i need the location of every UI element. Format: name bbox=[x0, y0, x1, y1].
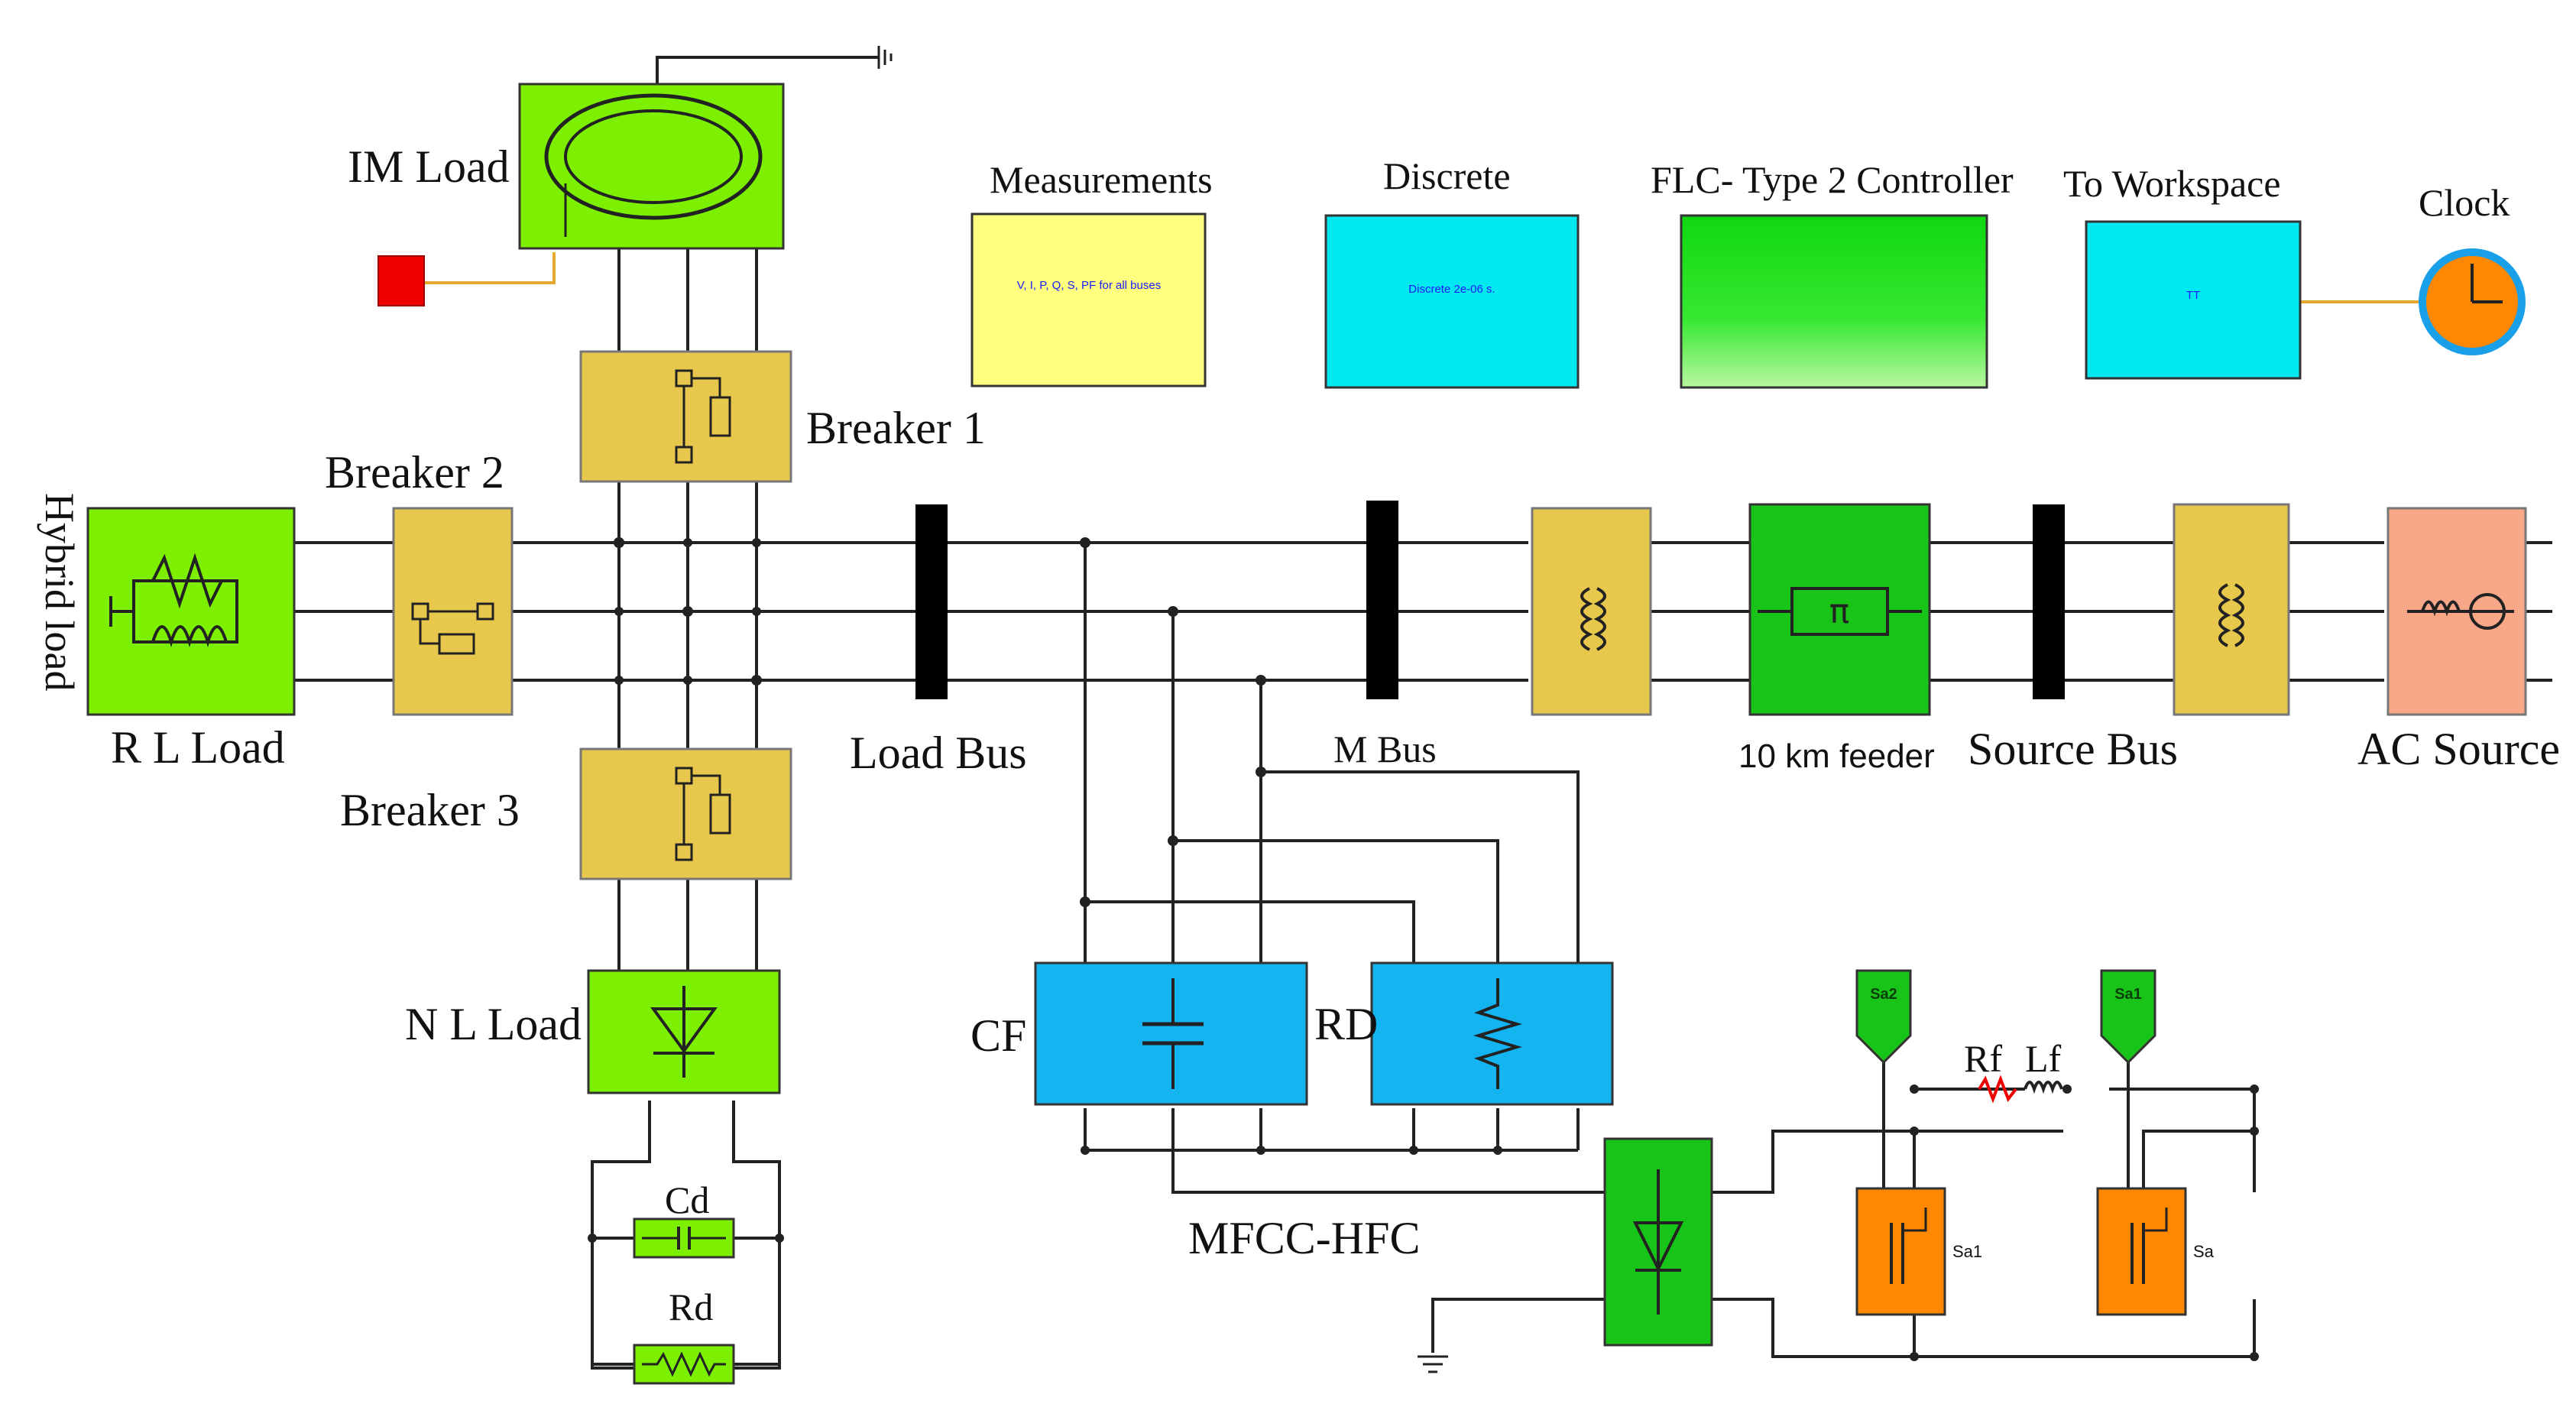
cf-label: CF bbox=[970, 1010, 1027, 1061]
rf-label: Rf bbox=[1964, 1037, 2002, 1080]
rf-resistor[interactable] bbox=[1978, 1075, 2017, 1104]
pulse-sa2-tag[interactable] bbox=[1855, 969, 1912, 1065]
ground-icon bbox=[1418, 1355, 1448, 1373]
m-bus-bar[interactable] bbox=[1366, 501, 1398, 699]
im-load-block[interactable] bbox=[518, 83, 785, 250]
transformer1-block[interactable] bbox=[1531, 507, 1652, 716]
to-workspace-text: TT bbox=[2186, 289, 2201, 302]
ground-icon-top bbox=[877, 46, 893, 69]
breaker3-label: Breaker 3 bbox=[340, 785, 520, 835]
pulse-sa2-text: Sa2 bbox=[1870, 986, 1897, 1003]
nl-load-block[interactable] bbox=[587, 969, 781, 1094]
mfcc-label: MFCC-HFC bbox=[1188, 1213, 1421, 1263]
mosfet-sa1-block[interactable] bbox=[1855, 1187, 1946, 1316]
to-workspace-label: To Workspace bbox=[2063, 162, 2281, 205]
junction-dots bbox=[588, 537, 2259, 1361]
breaker3-block[interactable] bbox=[579, 747, 792, 880]
rd-small-block[interactable] bbox=[633, 1344, 735, 1385]
breaker2-block[interactable] bbox=[392, 507, 514, 716]
measurements-text: V, I, P, Q, S, PF for all buses bbox=[1016, 279, 1162, 292]
rl-load-block[interactable] bbox=[86, 507, 296, 716]
source-bus-label: Source Bus bbox=[1968, 724, 2178, 774]
measurements-block[interactable] bbox=[970, 212, 1207, 387]
discrete-text: Discrete 2e-06 s. bbox=[1408, 283, 1495, 296]
pulse-sa1-text: Sa1 bbox=[2114, 986, 2142, 1003]
rd-block[interactable] bbox=[1370, 961, 1614, 1106]
lf-label: Lf bbox=[2025, 1037, 2062, 1080]
discrete-block[interactable] bbox=[1324, 214, 1580, 389]
mosfet-sa-block[interactable] bbox=[2096, 1187, 2187, 1316]
transformer2-block[interactable] bbox=[2173, 503, 2290, 716]
breaker1-label: Breaker 1 bbox=[806, 403, 986, 453]
feeder-block[interactable]: π bbox=[1748, 503, 1931, 716]
nl-load-label: N L Load bbox=[405, 999, 582, 1049]
load-bus-bar[interactable] bbox=[915, 504, 948, 699]
breaker1-block[interactable] bbox=[579, 350, 792, 483]
to-workspace-block[interactable] bbox=[2085, 220, 2302, 380]
clock-block[interactable] bbox=[2419, 248, 2526, 355]
discrete-label: Discrete bbox=[1383, 154, 1511, 197]
lf-inductor[interactable] bbox=[2024, 1081, 2063, 1094]
feeder-label: 10 km feeder bbox=[1738, 738, 1935, 775]
flc-label: FLC- Type 2 Controller bbox=[1651, 158, 2014, 201]
rectifier-block[interactable] bbox=[1603, 1137, 1713, 1347]
sa-label: Sa bbox=[2193, 1242, 2214, 1261]
clock-label: Clock bbox=[2419, 181, 2510, 224]
constant-block[interactable] bbox=[377, 255, 425, 306]
rl-load-label: R L Load bbox=[111, 722, 285, 773]
cd-block[interactable] bbox=[633, 1217, 735, 1259]
breaker2-label: Breaker 2 bbox=[325, 447, 504, 498]
rd-label: RD bbox=[1314, 999, 1379, 1049]
source-bus-bar[interactable] bbox=[2033, 504, 2065, 699]
rd-small-label: Rd bbox=[669, 1285, 714, 1328]
hybrid-load-label: Hybrid load bbox=[37, 493, 83, 692]
svg-text:π: π bbox=[1829, 592, 1850, 631]
cd-label: Cd bbox=[665, 1178, 710, 1221]
load-bus-label: Load Bus bbox=[850, 728, 1027, 778]
sa1-label: Sa1 bbox=[1952, 1242, 1983, 1261]
ac-source-block[interactable] bbox=[2386, 507, 2527, 716]
ac-source-label: AC Source bbox=[2357, 724, 2560, 774]
cf-block[interactable] bbox=[1034, 961, 1308, 1106]
measurements-label: Measurements bbox=[990, 158, 1213, 201]
im-load-label: IM Load bbox=[348, 141, 510, 192]
pulse-sa1-tag[interactable] bbox=[2100, 969, 2156, 1065]
m-bus-label: M Bus bbox=[1333, 728, 1437, 770]
flc-controller-block[interactable] bbox=[1680, 214, 1988, 389]
